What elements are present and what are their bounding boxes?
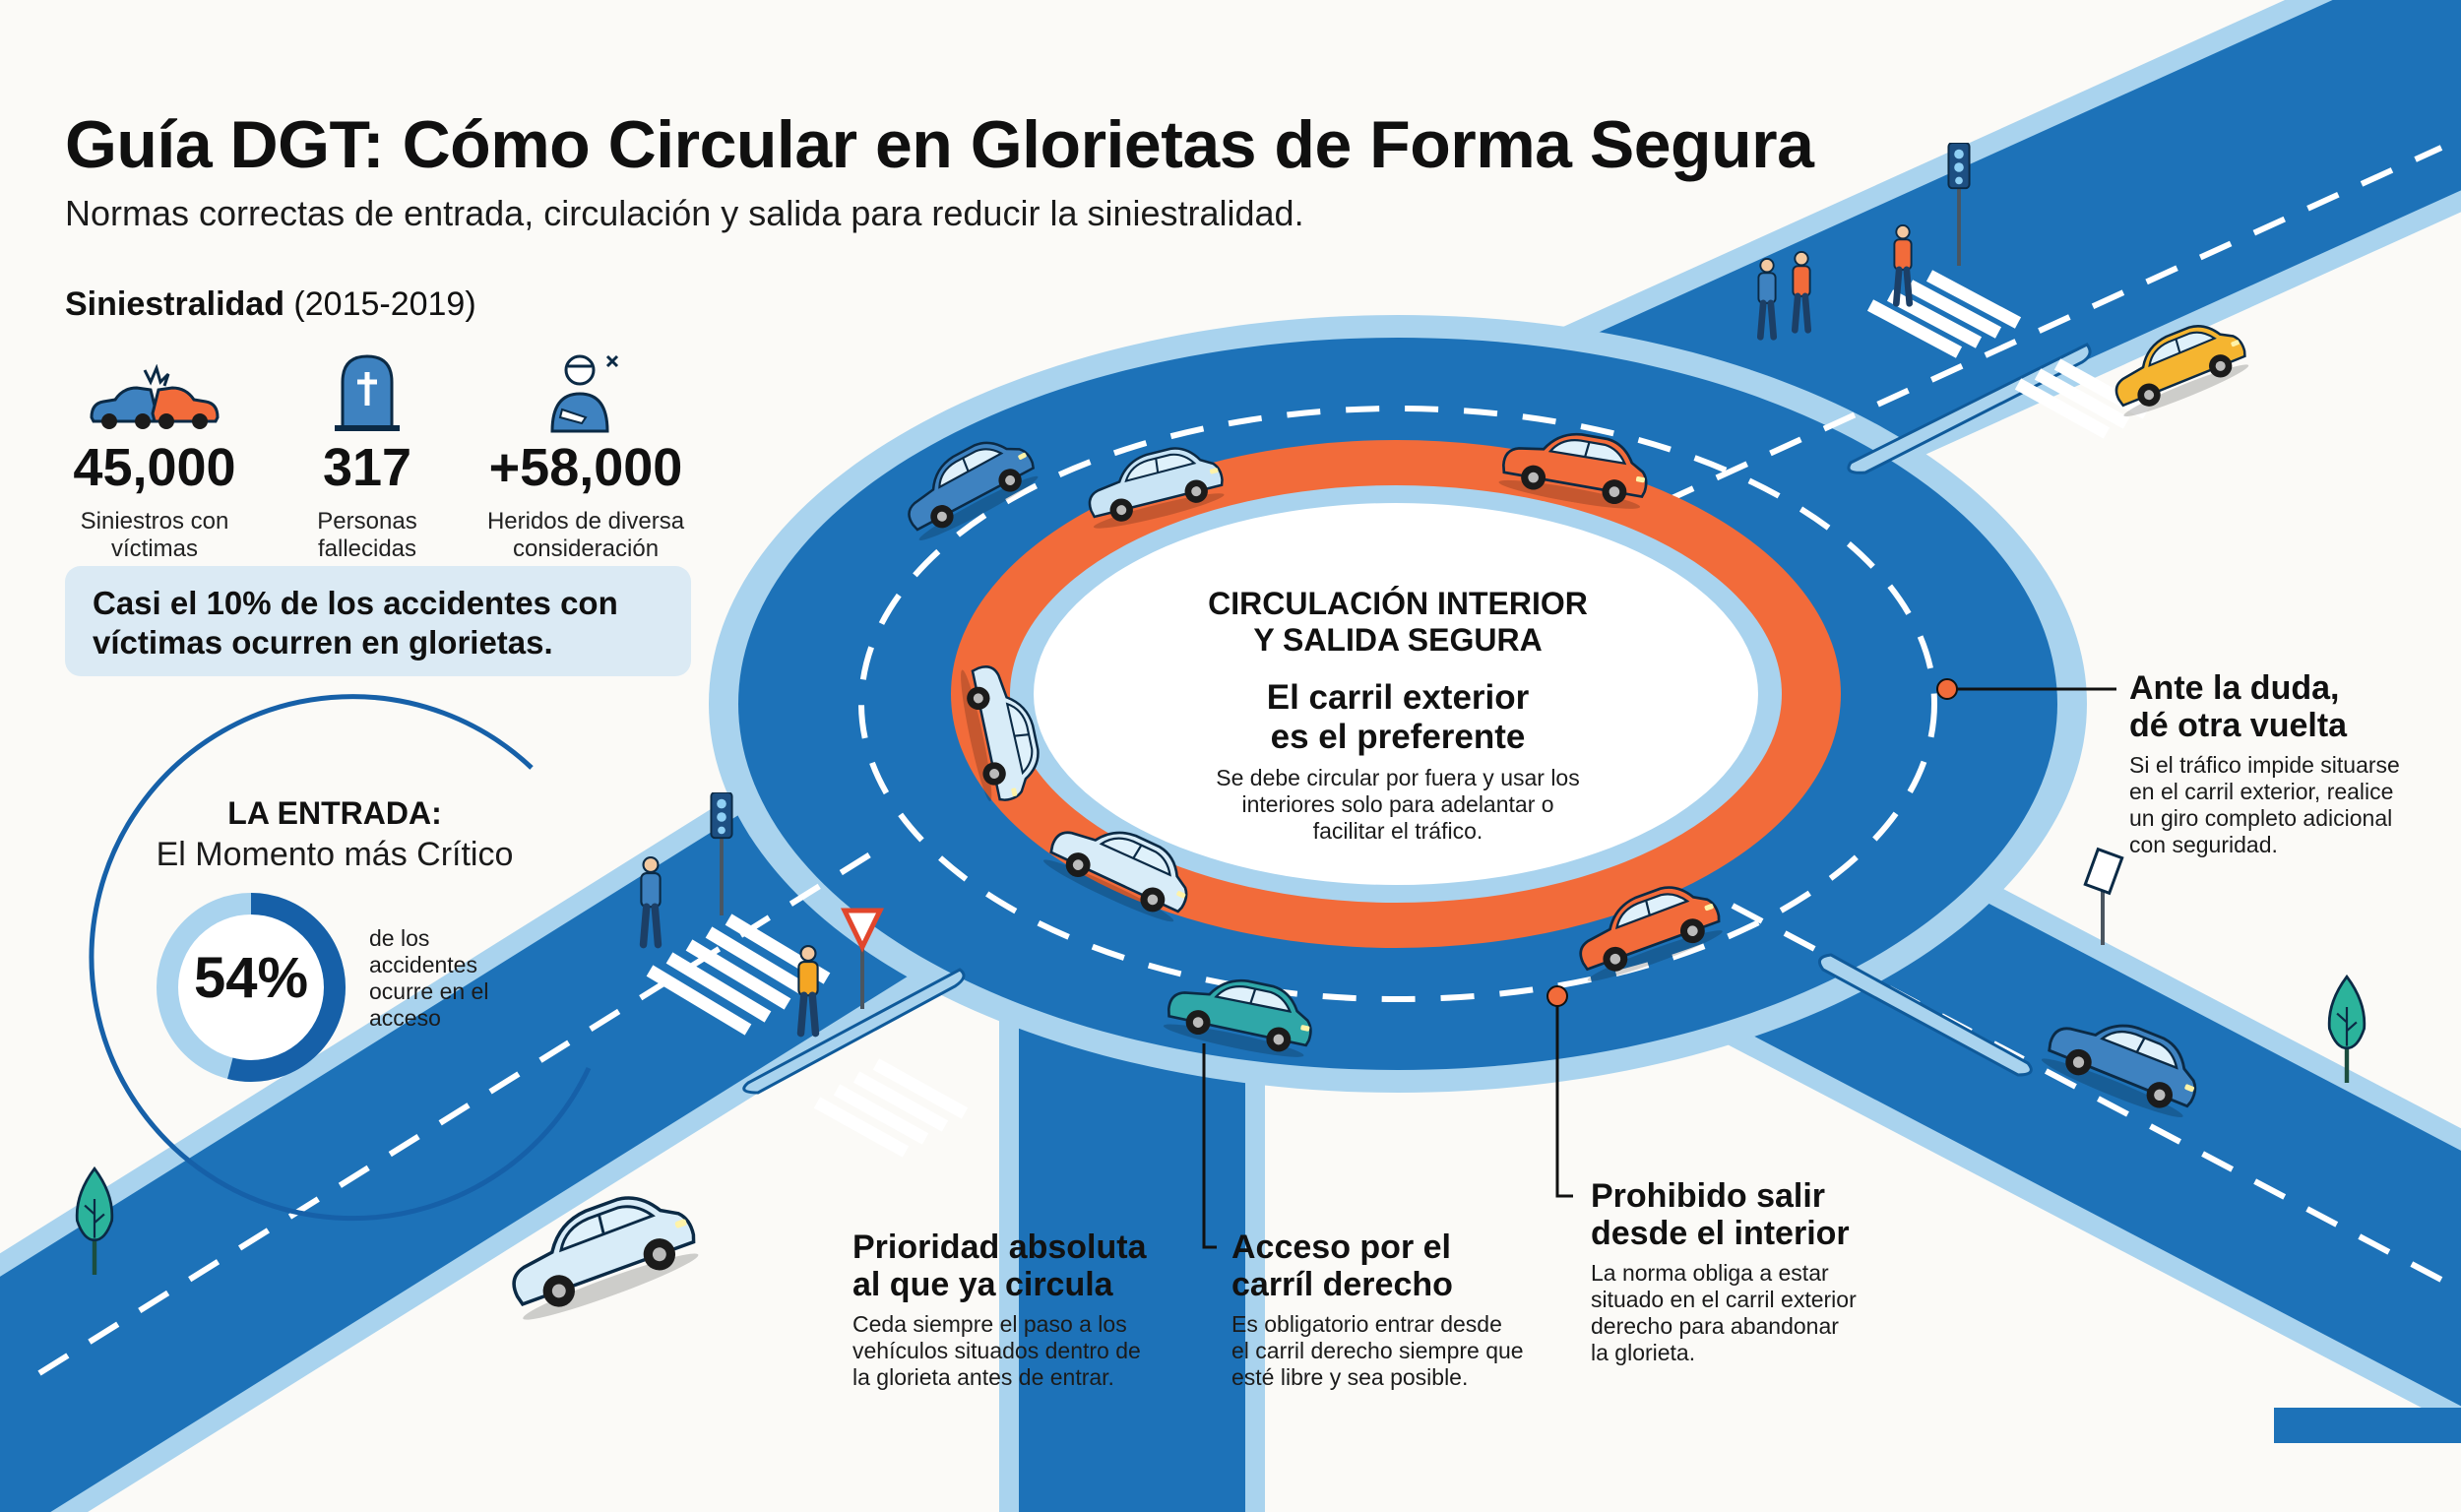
injured-person-icon [482, 335, 689, 433]
note-exit-h1: Prohibido salir [1591, 1177, 1826, 1215]
center-text-3: facilitar el tráfico. [1312, 818, 1483, 844]
entry-donut-chart [157, 893, 346, 1082]
note-access-p2: el carril derecho siempre que [1231, 1338, 1524, 1363]
note-priority-p3: la glorieta antes de entrar. [852, 1364, 1114, 1390]
glorieta-accident-callout: Casi el 10% de los accidentes con víctim… [65, 566, 691, 676]
yield-sign-icon [841, 908, 884, 1009]
note-access-p3: esté libre y sea posible. [1231, 1364, 1469, 1390]
stat-deaths-label-1: Personas [317, 508, 417, 535]
note-doubt-h2: dé otra vuelta [2129, 707, 2348, 744]
note-access-p1: Es obligatorio entrar desde [1231, 1311, 1502, 1337]
center-heading-1: CIRCULACIÓN INTERIOR [1208, 586, 1588, 621]
note-exit-p1: La norma obliga a estar [1591, 1260, 1829, 1286]
page-subtitle: Normas correctas de entrada, circulación… [65, 193, 1304, 233]
note-doubt-p2: en el carril exterior, realice [2129, 779, 2394, 804]
car-crash-icon [51, 335, 258, 433]
note-priority-p1: Ceda siempre el paso a los [852, 1311, 1127, 1337]
note-doubt: Ante la duda,dé otra vuelta Si el tráfic… [2129, 669, 2425, 858]
stat-injured-label-1: Heridos de diversa [486, 508, 685, 535]
note-access-h2: carríl derecho [1231, 1266, 1453, 1303]
callout-line-1: Casi el 10% de los accidentes con [93, 585, 618, 621]
crosswalks [646, 270, 2150, 1158]
central-island [1034, 503, 1758, 885]
entry-text-3: ocurre en el [369, 978, 489, 1004]
entry-circle-frame [89, 694, 592, 1222]
entry-percent: 54% [193, 946, 309, 1010]
note-priority-h1: Prioridad absoluta [852, 1228, 1147, 1266]
note-exit-p3: derecho para abandonar [1591, 1313, 1839, 1339]
stat-injured-label-2: consideración [512, 535, 660, 562]
note-exit-p4: la glorieta. [1591, 1340, 1696, 1365]
callout-line-2: víctimas ocurren en glorietas. [93, 624, 553, 661]
entry-title: LA ENTRADA: [227, 795, 442, 831]
center-text-2: interiores solo para adelantar o [1241, 791, 1554, 817]
corner-accent [2274, 1408, 2461, 1443]
entry-subtitle: El Momento más Crítico [156, 836, 514, 873]
stat-injured-value: +58,000 [488, 438, 683, 497]
note-priority-h2: al que ya circula [852, 1266, 1113, 1303]
leader-dot-doubt [1936, 678, 1958, 700]
stat-deaths-value: 317 [322, 438, 412, 497]
note-doubt-h1: Ante la duda, [2129, 669, 2340, 707]
stat-deaths-label-2: fallecidas [317, 535, 417, 562]
stat-crashes-label-1: Siniestros con [80, 508, 229, 535]
note-access-h1: Acceso por el [1231, 1228, 1451, 1266]
entry-heading: LA ENTRADA: El Momento más Crítico [138, 795, 532, 874]
stats-period: (2015-2019) [293, 285, 476, 323]
splitter-islands [742, 343, 2092, 1095]
center-heading-2: Y SALIDA SEGURA [1253, 622, 1543, 658]
entry-text-2: accidentes [369, 952, 477, 977]
leader-dot-exit [1546, 985, 1568, 1007]
center-text-1: Se debe circular por fuera y usar los [1216, 765, 1580, 790]
page-title: Guía DGT: Cómo Circular en Glorietas de … [65, 107, 1814, 182]
note-exit-p2: situado en el carril exterior [1591, 1287, 1857, 1312]
leader-lines [1202, 687, 2116, 1249]
center-rule-1: El carril exterior [1266, 678, 1530, 717]
center-rule-2: es el preferente [1270, 718, 1526, 756]
direction-sign-icon [2083, 847, 2124, 945]
stat-crashes-value: 45,000 [73, 438, 236, 497]
stats-heading: Siniestralidad (2015-2019) [65, 285, 476, 324]
stats-heading-label: Siniestralidad [65, 285, 284, 323]
note-doubt-p3: un giro completo adicional [2129, 805, 2393, 831]
note-doubt-p1: Si el tráfico impide situarse [2129, 752, 2400, 778]
note-exit-h2: desde el interior [1591, 1215, 1850, 1252]
gravestone-icon [264, 335, 471, 433]
entry-percent-description: de los accidentes ocurre en el acceso [369, 925, 517, 1032]
note-priority-p2: vehículos situados dentro de [852, 1338, 1141, 1363]
entry-text-1: de los [369, 925, 430, 951]
street-furniture [77, 143, 2365, 1275]
stat-crashes-label-2: víctimas [110, 535, 198, 562]
entry-text-4: acceso [369, 1005, 441, 1031]
note-doubt-p4: con seguridad. [2129, 832, 2278, 857]
